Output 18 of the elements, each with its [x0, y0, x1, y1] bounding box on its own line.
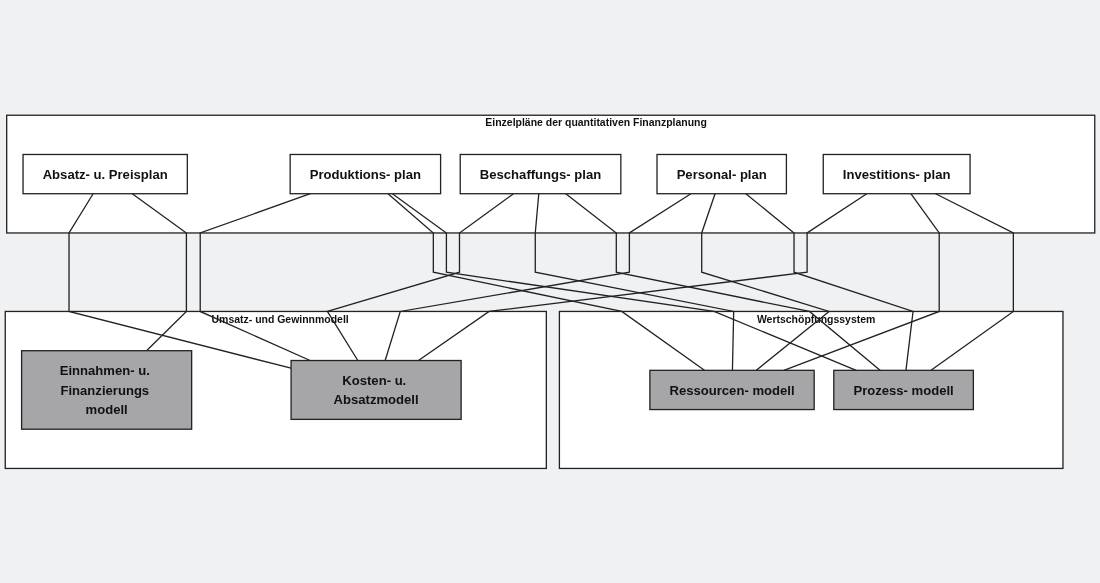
node-box: Ressourcen- modell	[649, 369, 815, 410]
node-box: Produktions- plan	[289, 153, 442, 195]
connector	[701, 192, 831, 371]
node-box: Personal- plan	[656, 153, 788, 195]
node-box: Kosten- u. Absatzmodell	[290, 359, 462, 420]
node-box: Einnahmen- u. Finanzierungs modell	[20, 349, 193, 430]
node-box: Absatz- u. Preisplan	[22, 153, 188, 195]
connector	[199, 192, 311, 361]
node-box: Prozess- modell	[833, 369, 974, 410]
connector	[745, 192, 914, 371]
connector	[930, 192, 1014, 371]
connector	[534, 192, 735, 371]
node-box: Investitions- plan	[822, 153, 971, 195]
connector	[131, 192, 188, 351]
node-box: Beschaffungs- plan	[459, 153, 622, 195]
connector	[68, 192, 292, 369]
connector	[326, 192, 515, 361]
connector	[565, 192, 881, 371]
